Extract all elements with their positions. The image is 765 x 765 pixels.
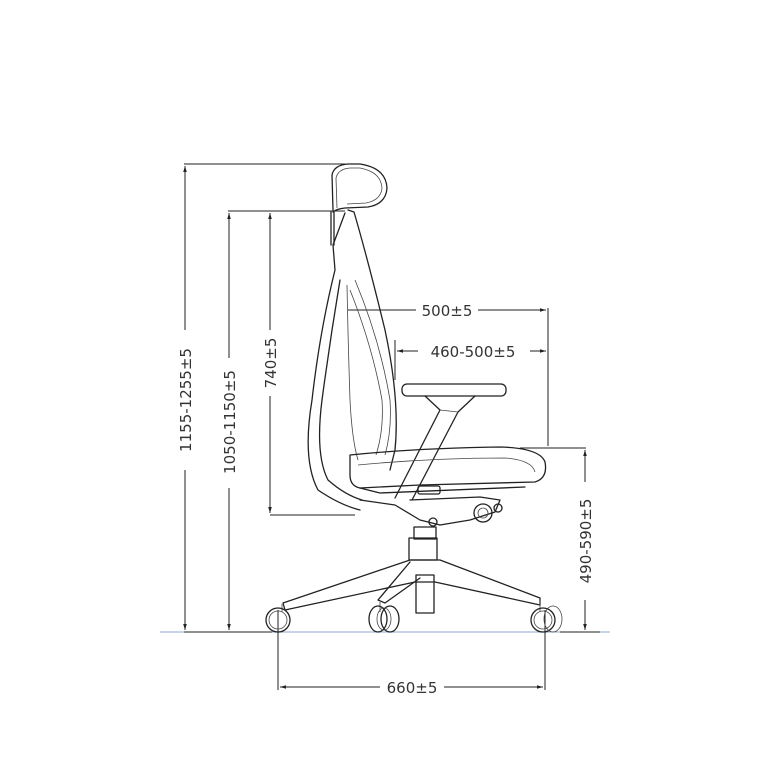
dim-overall-height: 1155-1255±5 [176,163,345,633]
seat-depth-label: 500±5 [422,302,473,320]
dim-backrest-height: 740±5 [261,213,355,516]
dim-seat-depth-adjust: 460-500±5 [394,340,546,380]
headrest [330,163,388,246]
seat-height-label: 490-590±5 [577,499,595,584]
base [281,559,541,612]
backrest-top-height-label: 1050-1150±5 [221,370,239,474]
dim-seat-height: 490-590±5 [520,447,600,633]
base-width-label: 660±5 [387,679,438,697]
seat-depth-adjust-label: 460-500±5 [431,343,516,361]
armrest [394,383,507,501]
gas-cylinder [408,537,438,614]
dim-backrest-top-height: 1050-1150±5 [220,210,345,630]
chair-outline [265,163,563,633]
dim-base-width: 660±5 [277,610,546,697]
backrest [307,209,397,511]
casters [265,605,563,633]
backrest-height-label: 740±5 [262,338,280,389]
overall-height-label: 1155-1255±5 [177,348,195,452]
seat [349,446,547,495]
seat-mechanism [359,496,503,540]
dim-seat-depth: 500±5 [348,300,549,446]
